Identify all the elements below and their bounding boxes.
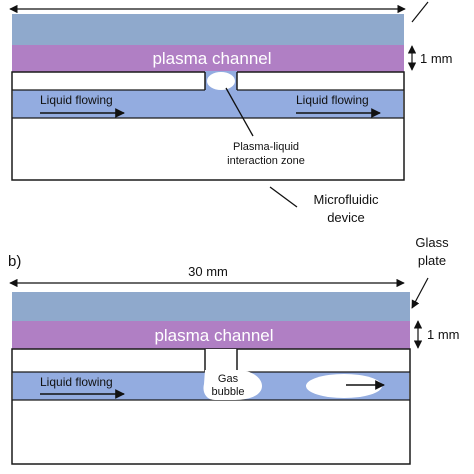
plasma-channel-label-a: plasma channel <box>152 49 271 68</box>
plasma-channel-b <box>12 321 410 349</box>
height-label-a: 1 mm <box>420 51 453 66</box>
glass-plate-b <box>12 292 410 321</box>
glass-pointer-b <box>411 277 429 309</box>
liquid-label-right-a: Liquid flowing <box>296 93 369 107</box>
gas-bubble-label-1: Gas <box>218 373 239 385</box>
interaction-zone-label-1: Plasma-liquid <box>233 141 299 153</box>
glass-pointer-a <box>411 1 429 23</box>
liquid-label-left-a: Liquid flowing <box>40 93 113 107</box>
height-label-b: 1 mm <box>427 327 460 342</box>
glass-label-2: plate <box>418 253 446 268</box>
panel-b: b) 30 mm Glass plate plasma channel 1 mm… <box>8 235 460 465</box>
interaction-zone-meniscus <box>207 72 235 90</box>
plasma-channel-a <box>12 45 404 72</box>
gas-bubble <box>203 370 262 400</box>
detached-bubble <box>306 374 382 398</box>
plasma-channel-label-b: plasma channel <box>154 326 273 345</box>
device-label-2: device <box>327 210 365 225</box>
glass-plate-a <box>12 14 404 45</box>
device-pointer <box>269 186 298 208</box>
width-label-b: 30 mm <box>188 264 228 279</box>
gas-bubble-label-2: bubble <box>211 386 244 398</box>
glass-label-1: Glass <box>415 235 449 250</box>
panel-a: plasma channel 1 mm Liquid flowing Liqui… <box>9 1 453 225</box>
interaction-zone-pointer <box>225 87 254 137</box>
panel-b-label: b) <box>8 253 21 270</box>
interaction-zone-label-2: interaction zone <box>227 155 305 167</box>
device-label-1: Microfluidic <box>313 192 379 207</box>
liquid-label-left-b: Liquid flowing <box>40 375 113 389</box>
